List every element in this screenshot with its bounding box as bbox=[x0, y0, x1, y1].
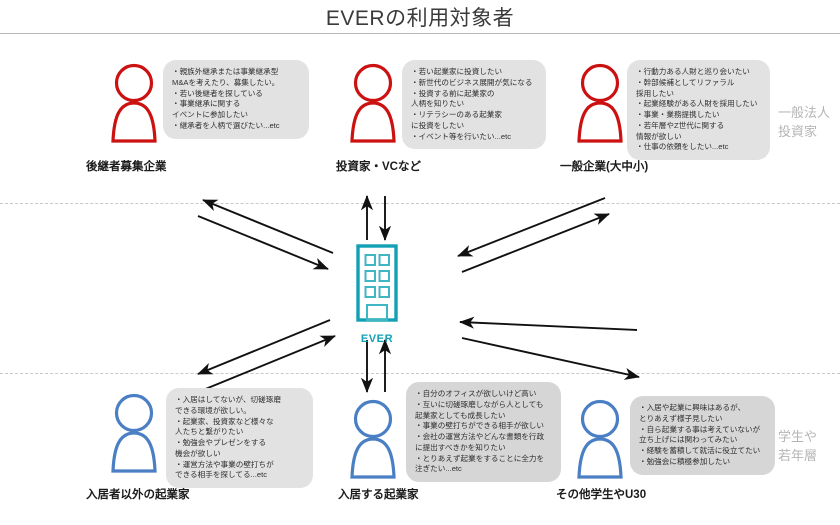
person-icon bbox=[111, 63, 157, 143]
person-icon bbox=[111, 393, 157, 473]
ever-label: EVER bbox=[360, 333, 394, 345]
arrow-ever-to-otherstudents bbox=[461, 337, 640, 380]
persona-label: 一般企業(大中小) bbox=[560, 161, 649, 173]
arrow-ever-to-nonresident bbox=[197, 319, 331, 375]
persona-needs-bubble: ・行動力ある人財と巡り会いたい ・幹部候補としてリファラル 採用したい ・起業経… bbox=[627, 60, 770, 161]
persona-needs-bubble: ・入居はしてないが、切磋琢磨 できる環境が欲しい。 ・起業家、投資家など様々な … bbox=[166, 388, 313, 489]
persona-label: 入居する起業家 bbox=[338, 489, 419, 501]
building-icon bbox=[356, 244, 398, 322]
divider-top bbox=[0, 203, 840, 204]
person-icon bbox=[350, 63, 396, 143]
ever-center-node[interactable]: EVER bbox=[349, 243, 405, 345]
persona-needs-bubble: ・若い起業家に投資したい ・新世代のビジネス展開が気になる ・投資する前に起業家… bbox=[402, 60, 546, 150]
arrow-ever-to-general bbox=[461, 213, 610, 273]
arrow-ever-to-successor bbox=[202, 199, 334, 254]
person-icon bbox=[577, 63, 623, 143]
zone-label-students: 学生や 若年層 bbox=[778, 429, 818, 463]
arrow-successor-to-ever bbox=[197, 215, 329, 270]
persona-label: その他学生やU30 bbox=[556, 489, 647, 501]
persona-label: 後継者募集企業 bbox=[86, 161, 167, 173]
persona-label: 投資家・VCなど bbox=[336, 161, 421, 173]
arrow-nonresident-to-ever bbox=[202, 335, 336, 391]
arrow-otherstudents-to-ever bbox=[459, 316, 638, 331]
persona-label: 入居者以外の起業家 bbox=[86, 489, 190, 501]
persona-needs-bubble: ・親族外継承または事業継承型 M&Aを考えたり、募集したい。 ・若い後継者を探し… bbox=[163, 60, 309, 139]
persona-needs-bubble: ・入居や起業に興味はあるが、 とりあえず様子見したい ・自ら起業する事は考えてい… bbox=[630, 396, 775, 475]
page-title: EVERの利用対象者 bbox=[325, 6, 515, 30]
arrow-general-to-ever bbox=[457, 197, 606, 257]
page-header: EVERの利用対象者 bbox=[0, 0, 840, 34]
person-icon bbox=[350, 399, 396, 479]
zone-label-corporate: 一般法人 投資家 bbox=[778, 105, 831, 139]
persona-needs-bubble: ・自分のオフィスが欲しいけど高い ・互いに切磋琢磨しながら人としても 起業家とし… bbox=[406, 382, 561, 483]
person-icon bbox=[577, 399, 623, 479]
divider-bottom bbox=[0, 373, 840, 374]
